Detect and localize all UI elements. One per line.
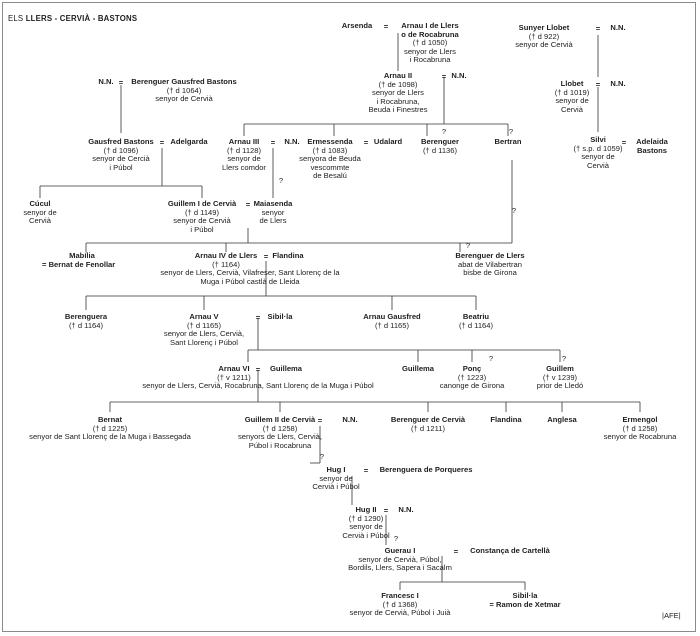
uncertain-mark: ? [319,452,325,461]
title-prefix: ELS [8,14,24,23]
marriage-sign: = [363,138,369,147]
marriage-sign: = [363,466,369,475]
title-main: LLERS - CERVIÀ - BASTONS [25,14,138,23]
person-nn: N.N. [610,79,626,88]
marriage-sign: = [621,138,627,147]
person-guillema: Guillema [269,364,303,373]
person-arnau-v: Arnau V († d 1165) senyor de Llers, Cerv… [163,312,245,347]
person-arnau-i: Arnau I de Llers o de Rocabruna († d 105… [401,21,459,65]
person-ponc: Ponç († 1223) canonge de Girona [439,364,505,391]
person-berenguera-de-porqueres: Berenguera de Porqueres [379,465,473,474]
person-sibil-la-ii: Sibil·la = Ramon de Xetmar [489,591,561,609]
marriage-sign: = [441,72,447,81]
uncertain-mark: ? [508,127,514,136]
person-guillem-ii: Guillem II de Cervià († d 1258) senyors … [238,415,322,450]
person-bernat: Bernat († d 1225) senyor de Sant Llorenç… [29,415,191,442]
person-arnau-iv: Arnau IV de Llers († 1164) [194,251,258,269]
person-nn: N.N. [98,77,114,86]
person-mabilia: Mabília [69,251,95,260]
person-arnau-vi: Arnau VI († v 1211) [217,364,251,382]
arnau-iv-titles: senyor de Llers, Cervià, Vilafreser, San… [160,268,340,286]
uncertain-mark: ? [465,241,471,250]
person-flandina: Flandina [272,251,304,260]
uncertain-mark: ? [561,354,567,363]
marriage-sign: = [383,506,389,515]
person-arnau-gausfred: Arnau Gausfred († d 1165) [363,312,421,330]
arnau-vi-titles: senyor de Llers, Cervià, Rocabruna, Sant… [142,381,374,390]
person-francesc-i: Francesc I († d 1368) senyor de Cervià, … [349,591,451,618]
marriage-sign: = [263,252,269,261]
person-sunyer: Sunyer Llobet († d 922) senyor de Cervià [515,23,573,50]
person-nn: N.N. [451,71,467,80]
person-nn: N.N. [342,415,358,424]
person-beatriu: Beatriu († d 1164) [458,312,494,330]
person-guerau-i: Guerau I senyor de Cervià, Púbol, Bordil… [348,546,452,573]
person-adelaida: Adelaida Bastons [636,137,668,155]
marriage-sign: = [453,547,459,556]
person-berenguer-1136: Berenguer († d 1136) [421,137,459,155]
person-guillem-i: Guillem I de Cervià († d 1149) senyor de… [167,199,237,234]
person-gausfred-bastons: Gausfred Bastons († d 1096) senyor de Ce… [88,137,154,172]
uncertain-mark: ? [278,176,284,185]
marriage-sign: = [270,138,276,147]
marriage-sign: = [595,80,601,89]
person-cucul: Cúcul senyor de Cervià [23,199,57,226]
person-llobet: Llobet († d 1019) senyor de Cervià [554,79,590,114]
marriage-sign: = [255,365,261,374]
person-constanca-de-cartella: Constança de Cartellà [470,546,550,555]
diagram-title: ELS LLERS - CERVIÀ - BASTONS [8,14,137,23]
spouse-bernat-fenollar: = Bernat de Fenollar [42,260,116,269]
uncertain-mark: ? [441,127,447,136]
person-berenguer-de-llers: Berenguer de Llers abat de Vilabertran b… [455,251,525,278]
marriage-sign: = [118,78,124,87]
person-bertran: Bertran [494,137,522,146]
person-adelgarda: Adelgarda [170,137,208,146]
person-arsenda: Arsenda [341,21,373,30]
person-sibil-la: Sibil·la [267,312,293,321]
person-udalard: Udalard [373,137,403,146]
person-guillem-prior: Guillem († v 1239) prior de Lledó [536,364,584,391]
person-nn: N.N. [284,137,300,146]
marriage-sign: = [383,22,389,31]
uncertain-mark: ? [488,354,494,363]
uncertain-mark: ? [393,534,399,543]
person-anglesa: Anglesa [547,415,577,424]
person-hug-i: Hug I senyor de Cervià i Púbol [312,465,360,492]
marriage-sign: = [255,313,261,322]
person-ermessenda: Ermessenda († d 1083) senyora de Beuda v… [299,137,361,181]
person-arnau-ii: Arnau II († de 1098) senyor de Llers i R… [368,71,428,115]
person-hug-ii: Hug II († d 1290) senyor de Cervià i Púb… [342,505,390,540]
uncertain-mark: ? [511,206,517,215]
person-berenguer-de-cervia: Berenguer de Cervià († d 1211) [390,415,466,433]
person-ermengol: Ermengol († d 1258) senyor de Rocabruna [603,415,677,442]
person-berenguera: Berenguera († d 1164) [64,312,108,330]
spouse-ramon-de-xetmar: = Ramon de Xetmar [489,599,561,609]
person-nn: N.N. [398,505,414,514]
person-flandina: Flandina [490,415,522,424]
person-berenguer-gausfred: Berenguer Gausfred Bastons († d 1064) se… [131,77,237,104]
person-guillema: Guillema [401,364,435,373]
marriage-sign: = [595,24,601,33]
person-maiasenda: Maiasenda senyor de Llers [253,199,293,226]
person-nn: N.N. [610,23,626,32]
person-silvi: Silvi († s.p. d 1059) senyor de Cervià [573,135,623,170]
marriage-sign: = [159,138,165,147]
marriage-sign: = [317,416,323,425]
credit-mark: |AFE| [662,611,681,620]
person-arnau-iii: Arnau III († d 1128) senyor de Llers com… [222,137,266,172]
marriage-sign: = [245,200,251,209]
